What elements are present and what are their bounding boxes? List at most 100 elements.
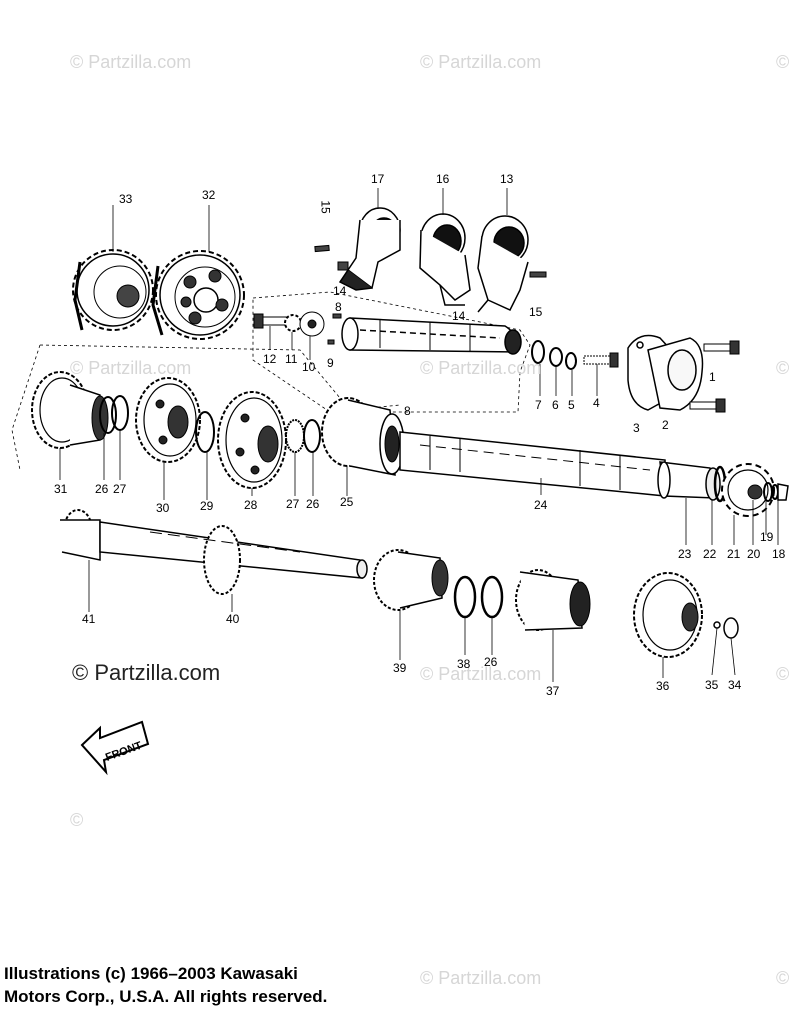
callout-21: 21 [727,547,741,561]
ring-29 [195,411,215,453]
callout-10: 10 [302,360,316,374]
callout-14-right: 14 [452,309,466,323]
cap-34 [723,617,739,639]
gear-31 [31,371,109,449]
callout-37: 37 [546,684,560,698]
pin-15-right [529,271,547,278]
copyright-line-2: Motors Corp., U.S.A. All rights reserved… [4,987,328,1006]
watermark-mid-center: © Partzilla.com [420,358,542,378]
callout-32: 32 [202,188,216,202]
callout-18: 18 [772,547,786,561]
callout-5: 5 [568,398,575,412]
callout-9: 9 [327,356,334,370]
callout-24: 24 [534,498,548,512]
washer-7 [531,340,545,364]
callout-34: 34 [728,678,742,692]
callout-8-lower: 8 [404,404,411,418]
callout-40: 40 [226,612,240,626]
callout-3: 3 [633,421,640,435]
callout-17: 17 [371,172,385,186]
callout-33: 33 [119,192,133,206]
ring-35 [713,621,721,629]
bolt-4 [583,352,619,368]
callout-38: 38 [457,657,471,671]
shift-drum [341,317,522,355]
callout-26-left: 26 [95,482,109,496]
shift-fork-17 [338,207,401,291]
callout-20: 20 [747,547,761,561]
gear-25 [321,397,405,476]
callout-23: 23 [678,547,692,561]
copyright-line-1: Illustrations (c) 1966–2003 Kawasaki [4,964,298,983]
callout-15-left: 15 [318,200,333,214]
clip-26-lower [480,575,504,619]
watermark-lower-center: © Partzilla.com [420,664,542,684]
plate-10 [299,311,325,337]
callout-22: 22 [703,547,717,561]
bolt-12 [253,313,289,329]
gear-30 [135,377,201,463]
washer-26-left [99,396,117,434]
pin-9 [327,313,342,345]
watermark-mid-left: © Partzilla.com [70,358,192,378]
bolt-1-upper [703,340,740,355]
washer-27-right [285,419,305,453]
washer-26-right [303,419,321,453]
callout-14-left: 14 [333,284,347,298]
watermark-lower-right-corner: © [776,664,790,684]
assembly-outline-lower [11,344,401,471]
callout-31: 31 [54,482,68,496]
bearing-23 [657,461,721,501]
shift-fork-16 [419,213,471,306]
watermark-front-left: © [70,810,84,830]
callout-28: 28 [244,498,258,512]
callout-6: 6 [552,398,559,412]
callout-13: 13 [500,172,514,186]
sprocket-21 [721,463,775,517]
washer-5 [565,352,577,370]
gear-41 [60,509,101,561]
bolt-1-lower [689,398,726,413]
callout-7: 7 [535,398,542,412]
callout-36: 36 [656,679,670,693]
main-shaft-24 [399,431,666,497]
callout-26-right: 26 [306,497,320,511]
leader-lines [59,188,779,682]
pin-14 [337,261,349,271]
callout-4: 4 [593,396,600,410]
watermark-bottom-center: © Partzilla.com [420,968,542,988]
shift-fork-13 [477,215,529,313]
gear-33 [72,249,154,331]
gear-32 [151,250,245,340]
callout-15-right: 15 [529,305,543,319]
callout-29: 29 [200,499,214,513]
gear-37 [515,569,591,631]
countershaft-40 [99,521,368,595]
assembly-outline-shift-drum [252,291,531,413]
washer-27-left [111,395,129,431]
watermark-bottom-right-corner: © [776,968,790,988]
callout-8-upper: 8 [335,300,342,314]
watermark-top-left: © Partzilla.com [70,52,192,72]
washer-19 [771,484,779,500]
cam-11 [284,314,302,332]
callout-41: 41 [82,612,96,626]
pin-15-left [314,244,330,253]
watermark-main: © Partzilla.com [72,660,221,685]
copyright-notice: Illustrations (c) 1966–2003 Kawasaki Mot… [4,962,327,1008]
callout-1: 1 [709,370,716,384]
callout-39: 39 [393,661,407,675]
callout-35: 35 [705,678,719,692]
watermark-top-center: © Partzilla.com [420,52,542,72]
callout-2: 2 [662,418,669,432]
gear-36 [633,572,703,658]
callout-30: 30 [156,501,170,515]
gear-28 [217,391,287,489]
callout-11: 11 [285,352,298,366]
nut-18 [777,483,789,501]
callout-26-lower: 26 [484,655,498,669]
watermark-mid-right-corner: © [776,358,790,378]
callout-27-right: 27 [286,497,300,511]
front-arrow: FRONT [80,720,150,776]
